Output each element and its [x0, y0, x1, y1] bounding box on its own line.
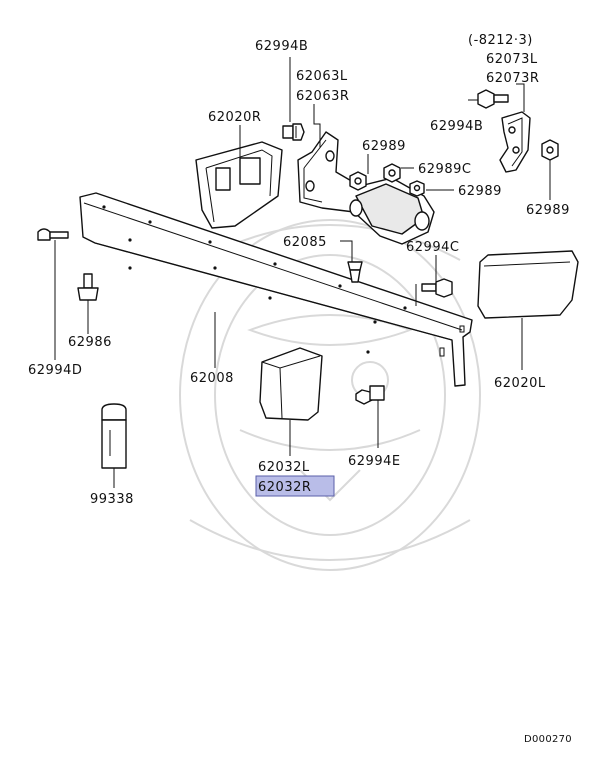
label-62989C[interactable]: 62989C	[418, 162, 471, 177]
label-62994B-top[interactable]: 62994B	[255, 39, 308, 54]
label-62989-a[interactable]: 62989	[362, 139, 406, 154]
labels: (-8212·3) 62994B 62063L 62063R 62020R 62…	[28, 33, 572, 745]
bolt-62994B-top[interactable]	[282, 123, 305, 141]
label-62994B-right[interactable]: 62994B	[430, 119, 483, 134]
label-62073L[interactable]: 62073L	[486, 52, 538, 67]
highlight-62032R	[255, 475, 335, 497]
label-62994E[interactable]: 62994E	[348, 454, 401, 469]
nut-62989-right[interactable]	[541, 139, 559, 161]
nut-62989-middle[interactable]	[409, 180, 425, 197]
clip-62085[interactable]	[347, 261, 363, 283]
label-99338[interactable]: 99338	[90, 492, 134, 507]
label-62085[interactable]: 62085	[283, 235, 327, 250]
diagram-id: D000270	[524, 734, 572, 745]
label-62063R[interactable]: 62063R	[296, 89, 349, 104]
bolt-62994E[interactable]	[355, 385, 385, 405]
bumper-trim-62032[interactable]	[259, 347, 323, 421]
label-62008[interactable]: 62008	[190, 371, 234, 386]
watermark-emblem	[179, 219, 481, 571]
label-62989-c[interactable]: 62989	[526, 203, 570, 218]
leader-lines	[54, 57, 551, 488]
bolt-62994D[interactable]	[37, 228, 69, 241]
label-62989-b[interactable]: 62989	[458, 184, 502, 199]
bolt-62994B-right[interactable]	[477, 89, 509, 109]
bracket-62073[interactable]	[499, 111, 531, 173]
bolt-62994C[interactable]	[421, 278, 453, 298]
bumper-end-62020R[interactable]	[195, 141, 283, 229]
bumper-arm-62063[interactable]	[297, 131, 435, 245]
nut-62989-upper[interactable]	[349, 171, 367, 191]
label-62063L[interactable]: 62063L	[296, 69, 348, 84]
fastener-62986[interactable]	[77, 273, 99, 301]
label-62032L[interactable]: 62032L	[258, 460, 310, 475]
label-62073R[interactable]: 62073R	[486, 71, 539, 86]
nut-62989C[interactable]	[383, 163, 401, 183]
bumper-beam-62008[interactable]	[79, 192, 473, 387]
label-62020L[interactable]: 62020L	[494, 376, 546, 391]
label-header-note: (-8212·3)	[468, 33, 533, 48]
touch-up-99338[interactable]	[101, 403, 127, 469]
label-62994C[interactable]: 62994C	[406, 240, 459, 255]
label-62994D[interactable]: 62994D	[28, 363, 82, 378]
bumper-end-62020L[interactable]	[477, 250, 579, 319]
label-62032R[interactable]: 62032R	[258, 480, 311, 495]
label-62986[interactable]: 62986	[68, 335, 112, 350]
label-62020R[interactable]: 62020R	[208, 110, 261, 125]
